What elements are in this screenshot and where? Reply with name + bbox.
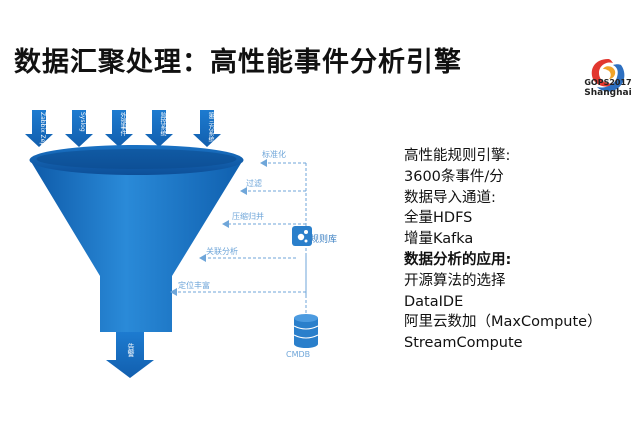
stage-label-4: 关联分析 [206,247,238,256]
note-line: StreamCompute [404,335,523,352]
note-line: DataIDE [404,293,464,310]
stage-label-5: 定位丰富 [178,281,210,290]
output-label: 告警 [127,343,135,357]
input-arrow-3 [105,110,133,147]
stage-label-3: 压缩归并 [232,212,264,221]
input-arrow-4 [145,110,173,147]
rules-engine-label: 规则库 [310,235,338,245]
logo-event: GOPS2017 [584,78,632,87]
note-line: 增量Kafka [404,231,474,248]
stage-arrowheads [170,159,267,296]
stage-label-1: 标准化 [262,150,286,159]
input-label-3: 外部事件 [119,112,126,136]
note-line: 全量HDFS [404,210,473,227]
input-label-1: Zabbix Zep [39,112,46,147]
page-title: 数据汇聚处理：高性能事件分析引擎 [14,47,462,78]
database-icon [293,314,319,348]
input-label-2: Syslog [79,112,86,132]
input-label-5: 第三方系统 [207,112,214,142]
stage-label-2: 过滤 [246,179,262,188]
note-line: 数据导入通道: [404,189,496,206]
input-label-4: 监控系统 [159,112,166,136]
note-line-bold: 数据分析的应用: [404,251,512,268]
output-arrow [106,332,154,378]
gops-logo-text: GOPS2017 Shanghai [582,78,634,98]
gops-logo [591,59,625,92]
logo-city: Shanghai [584,88,632,98]
input-arrow-5 [193,110,221,147]
input-arrow-2 [65,110,93,147]
note-line: 开源算法的选择 [404,272,506,289]
gear-icon [297,230,308,243]
note-line: 阿里云数加（MaxCompute） [404,314,602,331]
input-arrows [25,110,221,147]
input-arrow-1 [25,110,53,147]
note-line: 3600条事件/分 [404,168,504,185]
note-line: 高性能规则引擎: [404,148,511,164]
funnel-body [30,160,243,332]
notes-list: 高性能规则引擎: 3600条事件/分 数据导入通道: 全量HDFS 增量Kafk… [404,146,602,354]
funnel-mouth [36,149,237,169]
cmdb-label: CMDB [286,350,311,359]
